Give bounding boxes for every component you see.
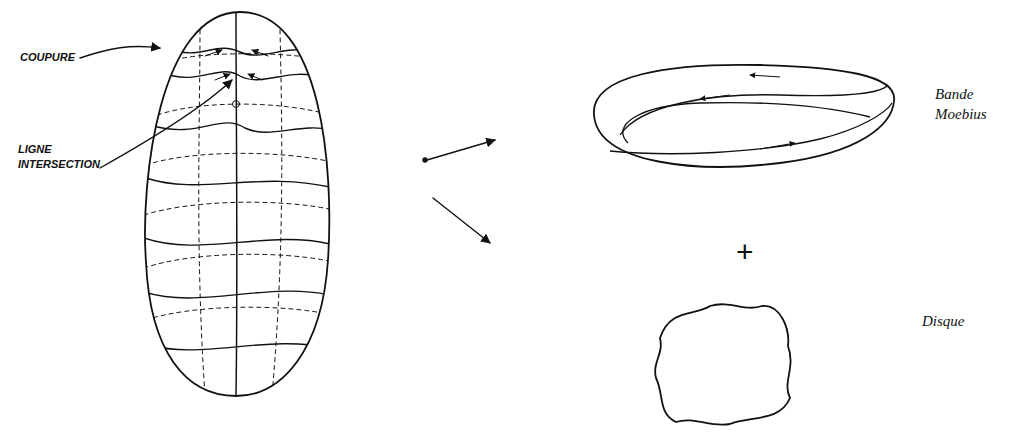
annotation: COUPURE [20,50,90,65]
shape-label: Bande Moebius [935,85,1001,124]
outline-stroke [655,304,790,425]
shape-label: Disque [922,312,986,332]
outline-stroke [620,85,888,135]
direction-arrow [700,95,730,99]
direction-arrow [750,75,780,77]
disk-shape: Disque [650,298,990,433]
direction-arrow [760,143,795,149]
plus-sign: + [736,232,766,273]
outline-stroke [623,103,870,143]
annotation: LIGNE INTERSECTION [18,142,113,172]
moebius-band: Bande Moebius [580,55,1005,185]
outline-stroke [594,65,894,167]
outline-stroke [610,103,892,154]
